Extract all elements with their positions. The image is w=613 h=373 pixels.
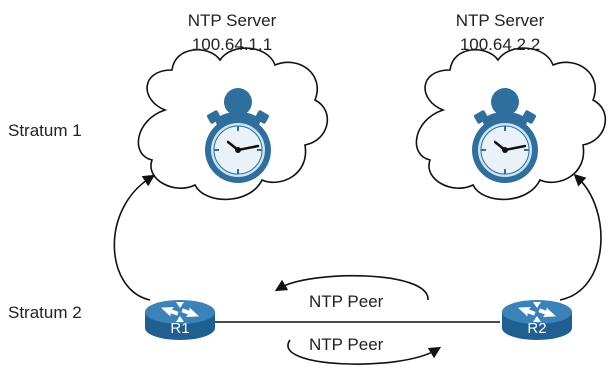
server-1-ip: 100.64.1.1 bbox=[191, 35, 273, 54]
peer-label-bottom: NTP Peer bbox=[309, 335, 384, 354]
arrow-icon bbox=[274, 274, 429, 301]
router-r2-label: R2 bbox=[527, 320, 547, 337]
peer-label-top: NTP Peer bbox=[309, 292, 384, 311]
server-2-ip: 100.64.2.2 bbox=[459, 35, 541, 54]
stratum-2-label: Stratum 2 bbox=[8, 303, 82, 322]
server-1-title: NTP Server bbox=[187, 11, 277, 30]
server-2-title: NTP Server bbox=[455, 11, 545, 30]
router-r1-label: R1 bbox=[170, 320, 190, 337]
arrow-icon bbox=[559, 173, 602, 301]
arrow-icon bbox=[287, 339, 442, 365]
stratum-1-label: Stratum 1 bbox=[8, 121, 82, 140]
arrow-icon bbox=[113, 174, 156, 301]
